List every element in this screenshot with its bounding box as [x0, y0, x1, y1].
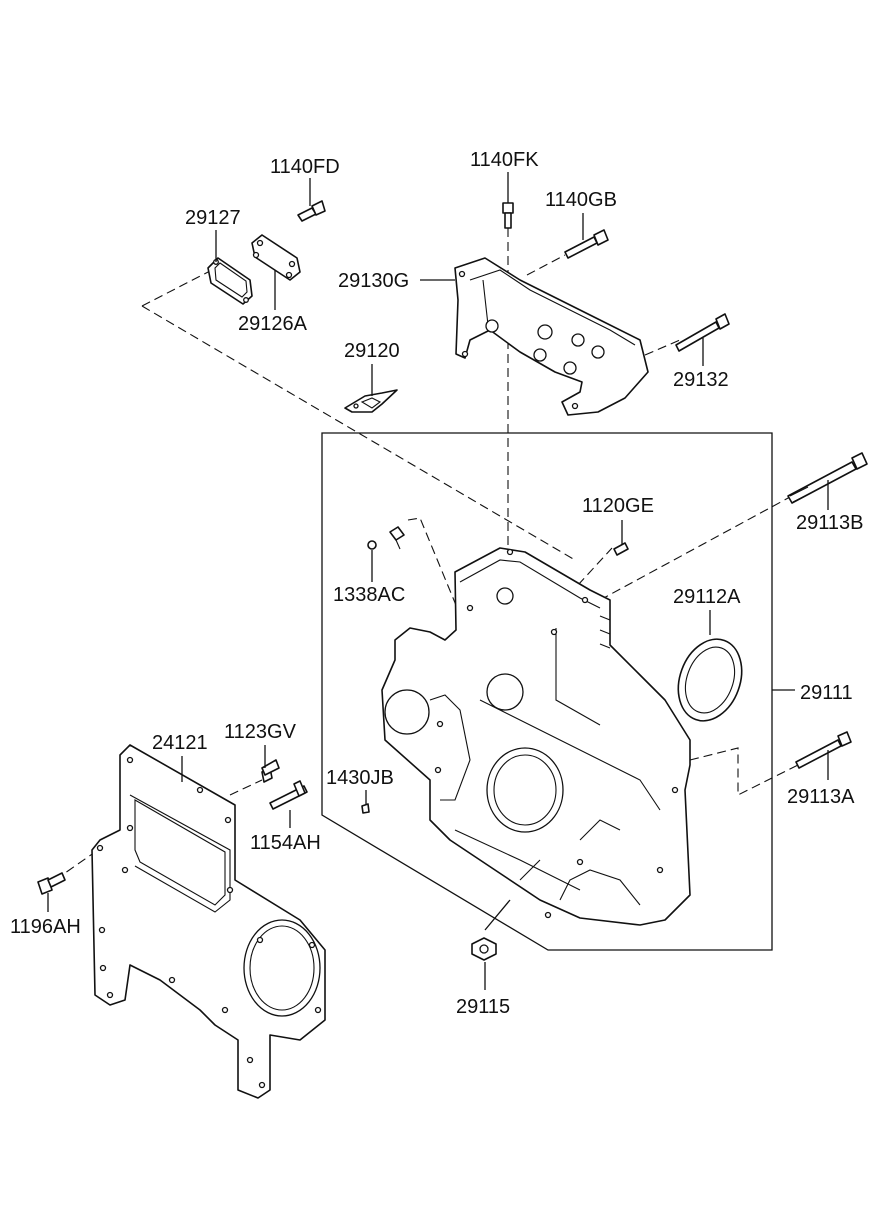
label-24121: 24121 — [152, 732, 208, 754]
label-29120: 29120 — [344, 340, 400, 362]
cover-plate-29126A-icon — [251, 234, 301, 281]
alignment-lines — [54, 228, 799, 881]
label-1430JB: 1430JB — [326, 767, 394, 789]
label-1140FK: 1140FK — [470, 149, 539, 171]
label-29111: 29111 — [800, 682, 853, 704]
label-1154AH: 1154AH — [250, 832, 321, 854]
nut-29115-icon — [471, 937, 497, 961]
label-29113B: 29113B — [796, 512, 863, 534]
label-1338AC: 1338AC — [333, 584, 405, 606]
label-1140FD: 1140FD — [270, 156, 340, 178]
assembly-frame — [321, 432, 773, 951]
bolt-29113B-icon — [787, 452, 868, 504]
bracket-29120-icon — [344, 389, 398, 413]
stud-1154AH-icon — [269, 780, 308, 810]
housing-29130G-icon — [454, 257, 649, 416]
label-29112A: 29112A — [673, 586, 741, 608]
label-29115: 29115 — [456, 996, 510, 1018]
bolt-29113A-icon — [795, 731, 852, 769]
part-labels: 1140FD 1140FK 1140GB 29127 29130G 29126A… — [10, 149, 863, 1018]
label-29113A: 29113A — [787, 786, 855, 808]
bolt-1140GB-icon — [564, 229, 609, 259]
pin-1430JB-icon — [361, 803, 370, 814]
label-1196AH: 1196AH — [10, 916, 81, 938]
label-29127: 29127 — [185, 207, 241, 229]
label-1123GV: 1123GV — [224, 721, 297, 743]
label-29132: 29132 — [673, 369, 729, 391]
fastener-1338AC-icon — [367, 526, 405, 550]
bolt-1123GV-icon — [261, 759, 280, 783]
bolt-1196AH-icon — [37, 872, 66, 895]
label-1120GE: 1120GE — [582, 495, 654, 517]
label-1140GB: 1140GB — [545, 189, 617, 211]
bolt-1140FK-icon — [502, 202, 514, 229]
label-29126A: 29126A — [238, 313, 308, 335]
bolt-1140FD-icon — [297, 200, 326, 222]
front-case-29111-icon — [381, 547, 691, 926]
oil-seal-29112A-icon — [677, 638, 743, 722]
leader-lines — [47, 172, 829, 990]
bolt-29132-icon — [675, 313, 730, 352]
label-29130G: 29130G — [338, 270, 409, 292]
bolt-1120GE-icon — [613, 542, 629, 556]
gasket-29127-icon — [207, 257, 253, 305]
gasket-plate-24121-icon — [91, 744, 326, 1099]
